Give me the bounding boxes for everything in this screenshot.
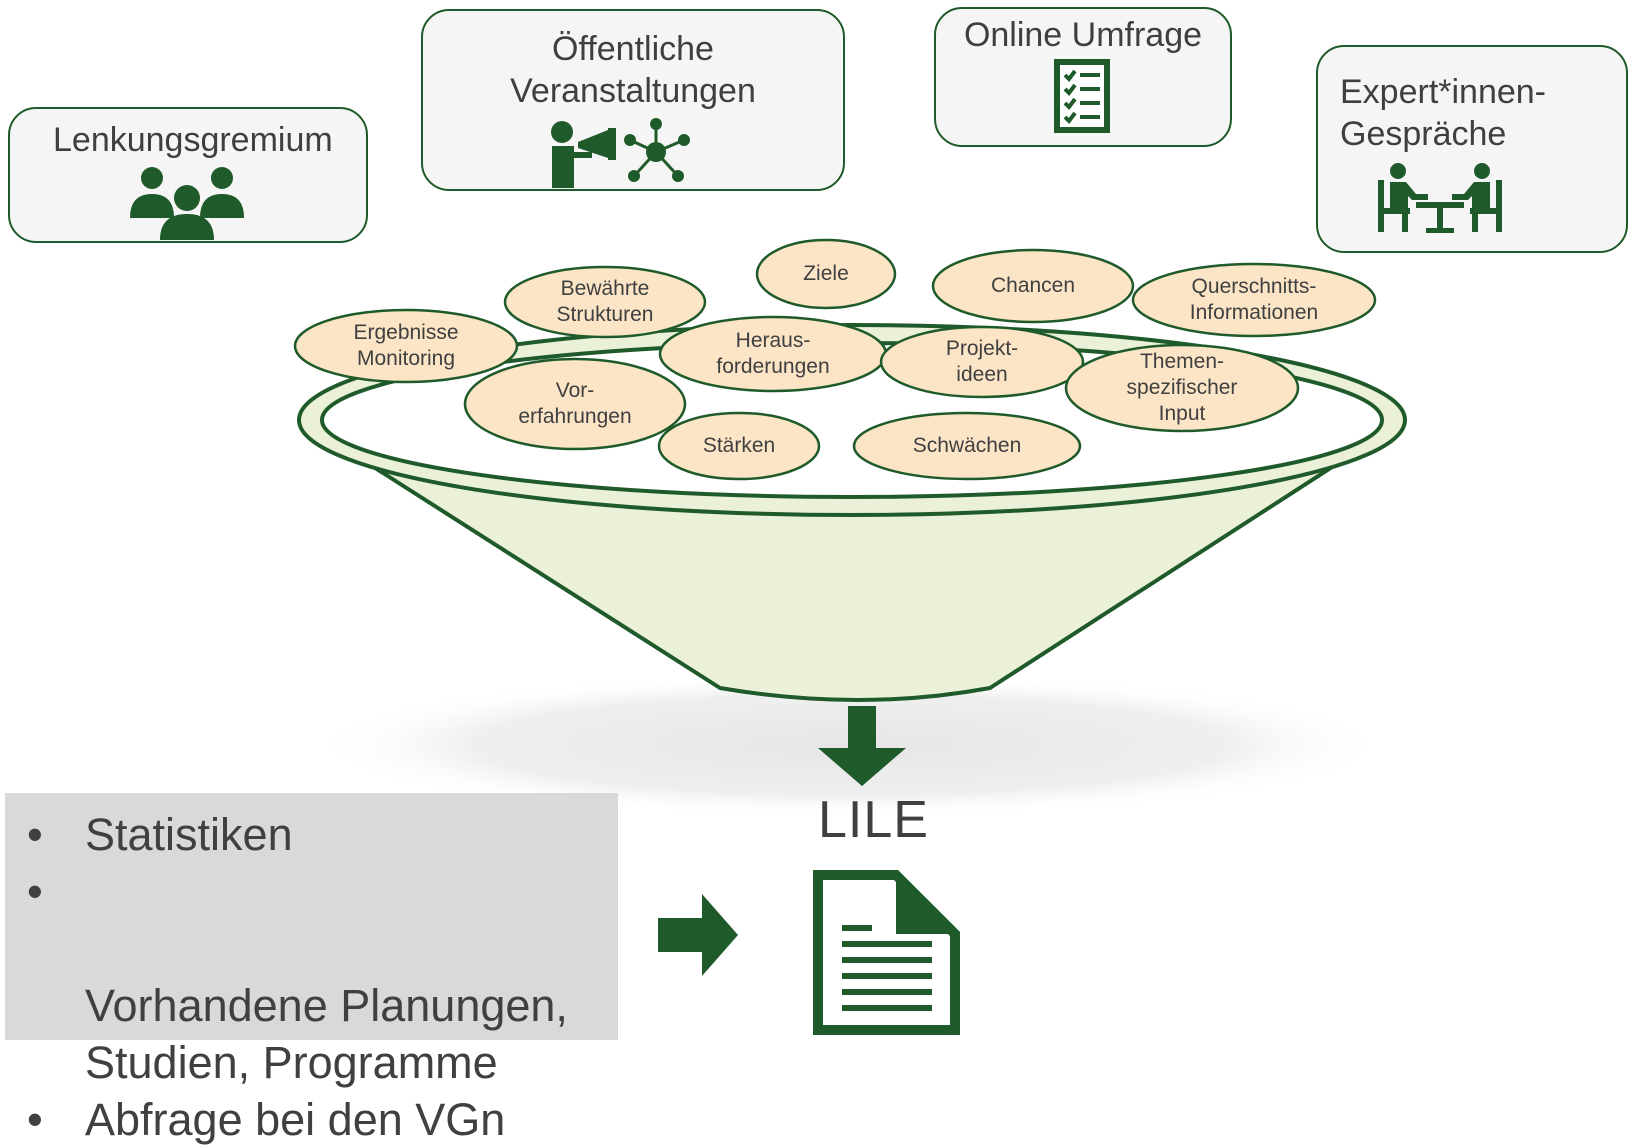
checklist-icon — [1054, 59, 1110, 133]
input-ellipse — [463, 357, 687, 451]
input-label: Ziele — [803, 262, 849, 285]
group-people-icon — [130, 167, 244, 240]
meeting-table-icon — [1378, 163, 1502, 233]
bullet-icon: • — [27, 866, 43, 917]
input-ellipse — [1064, 343, 1300, 433]
source-title-veranstaltungen: Öffentliche Veranstaltungen — [510, 30, 756, 110]
input-ellipse — [852, 411, 1082, 481]
input-label: Stärken — [702, 434, 776, 457]
down-arrow — [818, 706, 906, 786]
input-ellipse — [931, 248, 1135, 324]
input-label: Ergebnisse Monitoring — [353, 321, 459, 370]
input-label: Vor- erfahrungen — [518, 379, 632, 428]
input-label: Chancen — [990, 274, 1076, 297]
source-title-lenkungsgremium: Lenkungsgremium — [53, 121, 333, 159]
list-item: • Statistiken — [5, 806, 618, 863]
source-box-veranstaltungen — [421, 9, 845, 191]
input-label: Bewährte Strukturen — [556, 277, 654, 326]
input-label: Projekt- ideen — [945, 337, 1019, 386]
input-ellipse — [293, 308, 519, 384]
bullet-icon: • — [27, 809, 43, 860]
list-item: • Vorhandene Planungen, Studien, Program… — [5, 863, 618, 1091]
input-ellipses — [293, 238, 1377, 481]
input-ellipse — [755, 238, 897, 310]
bullet-icon: • — [27, 1094, 43, 1145]
input-label: Heraus- forderungen — [716, 329, 830, 378]
input-label: Themen- spezifischer Input — [1126, 350, 1238, 425]
input-ellipse — [1131, 262, 1377, 338]
list-item: • Abfrage bei den VGn — [5, 1091, 618, 1148]
document-icon — [813, 870, 960, 1035]
right-arrow — [658, 894, 738, 976]
source-title-umfrage: Online Umfrage — [963, 16, 1203, 54]
speaker-network-icon — [551, 118, 690, 188]
funnel-diagram — [293, 238, 1407, 1035]
output-label: LILE — [818, 791, 929, 849]
input-label: Schwächen — [912, 434, 1022, 457]
input-ellipse — [503, 265, 707, 339]
source-title-experten: Expert*innen- Gespräche — [1340, 73, 1547, 153]
input-ellipse — [657, 411, 821, 481]
additional-sources-panel: • Statistiken • Vorhandene Planungen, St… — [5, 793, 618, 1145]
input-label: Querschnitts- Informationen — [1189, 275, 1319, 324]
input-ellipse — [879, 325, 1085, 399]
